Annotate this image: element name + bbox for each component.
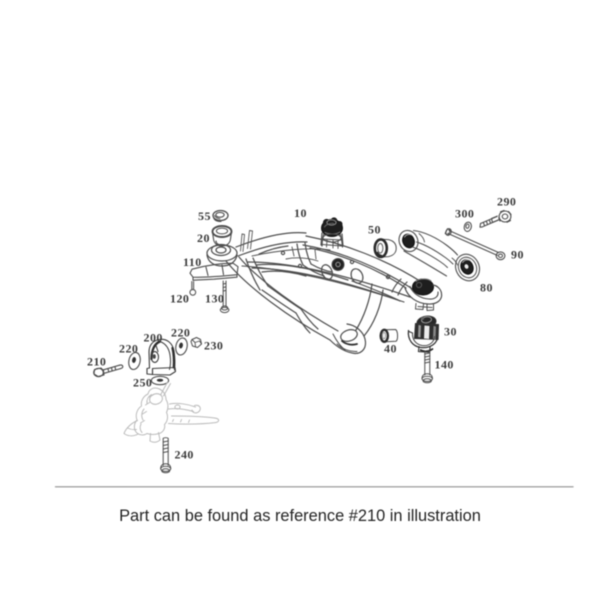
svg-text:220: 220 — [119, 342, 138, 356]
svg-text:130: 130 — [205, 292, 224, 306]
svg-text:230: 230 — [204, 339, 223, 353]
svg-text:290: 290 — [497, 195, 516, 209]
svg-text:Part can be found as reference: Part can be found as reference #210 in i… — [119, 507, 481, 525]
svg-text:90: 90 — [511, 248, 524, 262]
svg-text:20: 20 — [197, 231, 210, 245]
svg-text:50: 50 — [368, 223, 381, 237]
svg-text:40: 40 — [384, 342, 397, 356]
svg-text:55: 55 — [198, 209, 211, 223]
svg-text:220: 220 — [171, 326, 190, 340]
svg-text:250: 250 — [133, 376, 152, 390]
svg-text:80: 80 — [480, 281, 493, 295]
svg-text:240: 240 — [175, 448, 194, 462]
svg-text:210: 210 — [87, 355, 106, 369]
svg-text:10: 10 — [294, 206, 307, 220]
svg-text:30: 30 — [444, 325, 457, 339]
svg-text:120: 120 — [170, 292, 189, 306]
svg-text:200: 200 — [144, 331, 163, 345]
svg-text:300: 300 — [455, 207, 474, 221]
svg-text:110: 110 — [183, 255, 202, 269]
svg-text:140: 140 — [435, 358, 454, 372]
